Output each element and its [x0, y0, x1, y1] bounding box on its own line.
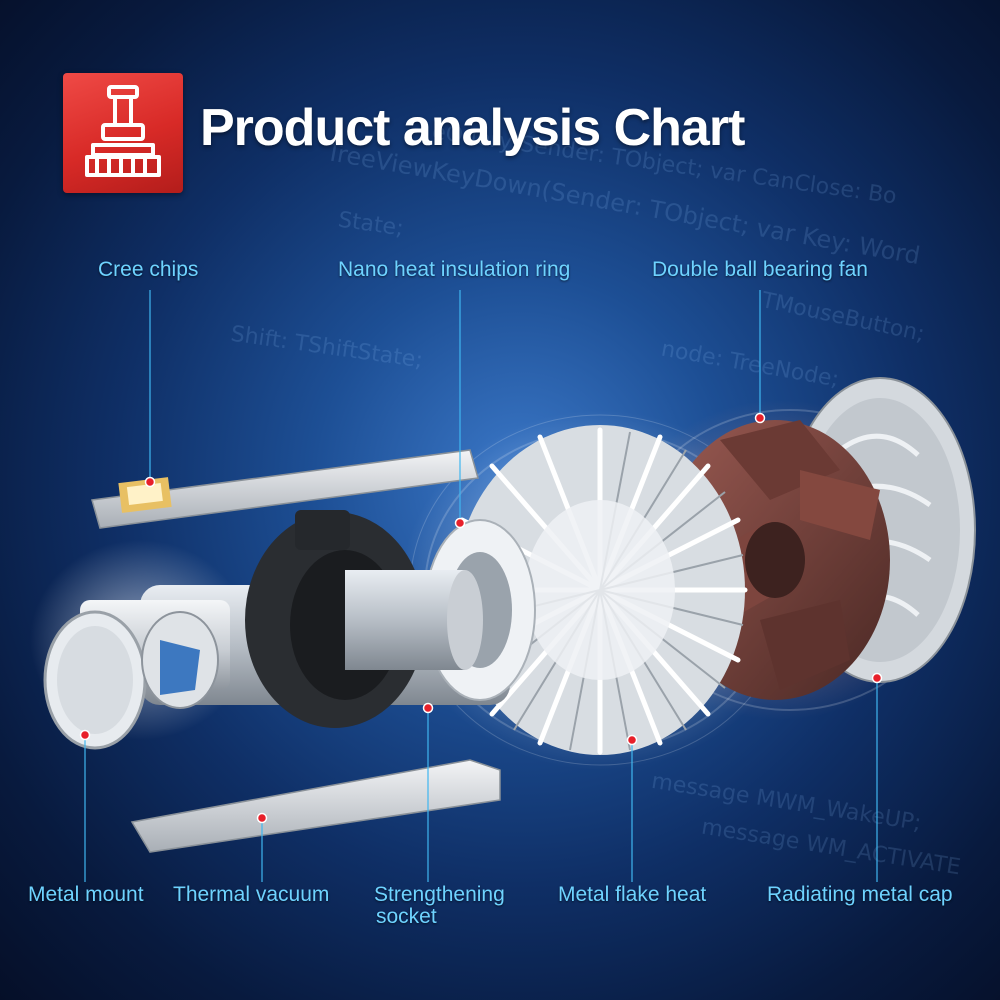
- marker-dot-flake-heat: [626, 734, 638, 746]
- socket: [245, 510, 483, 728]
- marker-dot-metal-cap: [871, 672, 883, 684]
- label-socket-line2: socket: [376, 905, 437, 928]
- label-metal-mount: Metal mount: [28, 883, 144, 906]
- cree-chips-board: [91, 449, 479, 529]
- title-badge: [63, 73, 183, 193]
- leader-lines: [84, 290, 878, 882]
- marker-dot-cree-chips: [144, 476, 156, 488]
- marker-dot-fan: [754, 412, 766, 424]
- marker-dot-metal-mount: [79, 729, 91, 741]
- label-flake-heat: Metal flake heat: [558, 883, 707, 906]
- page-title: Product analysis Chart: [200, 99, 745, 157]
- marker-dot-thermal-vacuum: [256, 812, 268, 824]
- marker-dot-socket: [422, 702, 434, 714]
- label-thermal-vacuum: Thermal vacuum: [173, 883, 330, 906]
- marker-dot-nano-ring: [454, 517, 466, 529]
- label-cree-chips: Cree chips: [98, 258, 199, 281]
- label-nano-ring: Nano heat insulation ring: [338, 258, 571, 281]
- led-bulb-icon: [85, 85, 161, 177]
- thermal-vacuum-board: [130, 759, 501, 853]
- metal-mount: [43, 600, 230, 750]
- label-fan: Double ball bearing fan: [652, 258, 868, 281]
- label-socket-line1: Strengthening: [374, 883, 505, 906]
- label-metal-cap: Radiating metal cap: [767, 883, 953, 906]
- heat-sink: [452, 425, 748, 755]
